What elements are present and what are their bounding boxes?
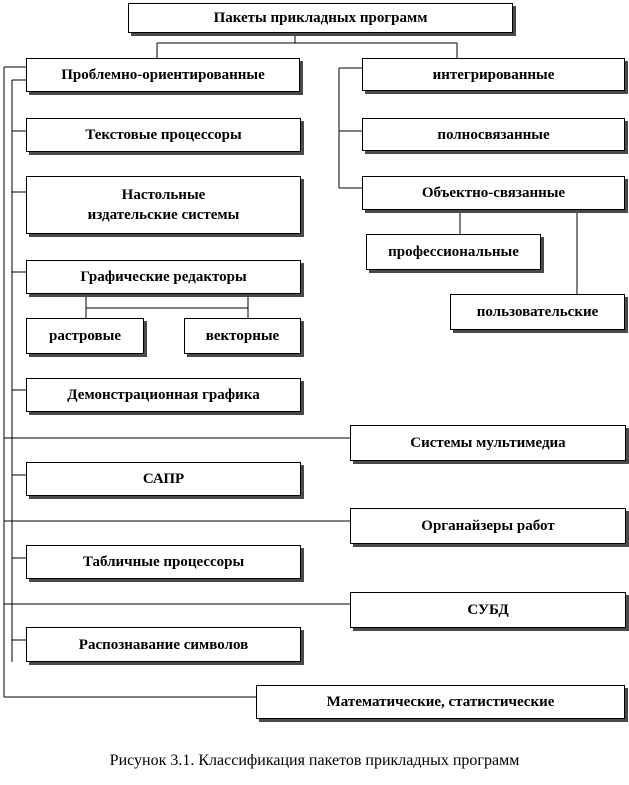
problem-oriented-box: Проблемно-ориентированные [26, 58, 300, 92]
vector-box: векторные [184, 318, 301, 354]
ocr-box: Распознавание символов [26, 627, 301, 662]
cad-box: САПР [26, 462, 301, 496]
math-stat-box: Математические, статистические [256, 685, 625, 719]
figure-caption: Рисунок 3.1. Классификация пакетов прикл… [109, 752, 520, 769]
presentation-graphics-box: Демонстрационная графика [26, 378, 301, 412]
dbms-box: СУБД [350, 592, 626, 628]
root-box: Пакеты прикладных программ [128, 3, 513, 33]
fully-linked-box: полносвязанные [362, 118, 625, 151]
organizers-box: Органайзеры работ [350, 508, 626, 544]
user-box: пользовательские [450, 294, 625, 330]
graphic-editors-box: Графические редакторы [26, 260, 301, 294]
raster-box: растровые [26, 318, 144, 354]
multimedia-box: Системы мультимедиа [350, 425, 626, 461]
spreadsheets-box: Табличные процессоры [26, 545, 301, 579]
professional-box: профессиональные [366, 234, 541, 270]
object-linked-box: Объектно-связанные [362, 176, 625, 210]
text-processors-box: Текстовые процессоры [26, 118, 301, 152]
integrated-box: интегрированные [362, 58, 625, 91]
desktop-publishing-box: Настольные издательские системы [26, 176, 301, 234]
